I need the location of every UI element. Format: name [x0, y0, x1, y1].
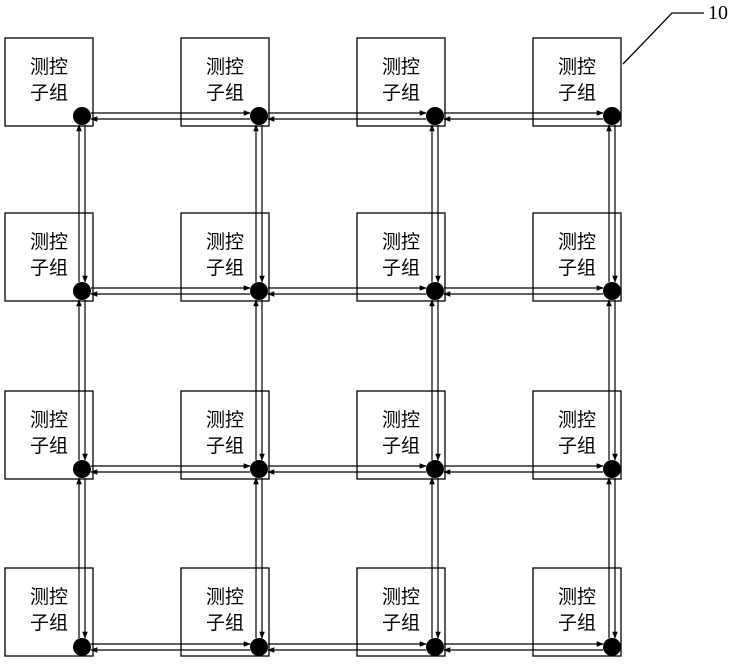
subgroup-label: 测控 子组: [29, 586, 68, 634]
reference-numeral: 10: [708, 2, 728, 24]
subgroup-label: 测控 子组: [557, 231, 596, 279]
subgroup-box: [4, 212, 94, 302]
subgroup-label: 测控 子组: [381, 231, 420, 279]
subgroup-box: [4, 37, 94, 127]
subgroup-label: 测控 子组: [29, 409, 68, 457]
junction-node: [603, 107, 621, 125]
subgroup-box: [356, 37, 446, 127]
subgroup-label: 测控 子组: [381, 409, 420, 457]
subgroup-label: 测控 子组: [381, 586, 420, 634]
subgroup-box: [356, 212, 446, 302]
subgroup-label: 测控 子组: [29, 231, 68, 279]
subgroup-box: [532, 567, 622, 657]
subgroup-box: [532, 37, 622, 127]
junction-node: [73, 282, 91, 300]
subgroup-box: [532, 390, 622, 480]
subgroup-box: [180, 390, 270, 480]
junction-node: [426, 107, 444, 125]
junction-node: [426, 282, 444, 300]
subgroup-label: 测控 子组: [205, 586, 244, 634]
subgroup-label: 测控 子组: [205, 409, 244, 457]
subgroup-label: 测控 子组: [557, 409, 596, 457]
junction-node: [426, 460, 444, 478]
junction-node: [603, 460, 621, 478]
subgroup-box: [532, 212, 622, 302]
subgroup-box: [4, 390, 94, 480]
subgroup-label: 测控 子组: [205, 56, 244, 104]
junction-node: [73, 638, 91, 656]
subgroup-box: [4, 567, 94, 657]
subgroup-label: 测控 子组: [205, 231, 244, 279]
junction-node: [250, 107, 268, 125]
subgroup-box: [356, 567, 446, 657]
subgroup-label: 测控 子组: [29, 56, 68, 104]
reference-leader-line: [622, 12, 704, 65]
subgroup-box: [180, 212, 270, 302]
junction-node: [603, 282, 621, 300]
junction-node: [73, 460, 91, 478]
subgroup-label: 测控 子组: [557, 586, 596, 634]
junction-node: [250, 638, 268, 656]
junction-node: [73, 107, 91, 125]
subgroup-label: 测控 子组: [381, 56, 420, 104]
subgroup-box: [180, 37, 270, 127]
subgroup-label: 测控 子组: [557, 56, 596, 104]
junction-node: [250, 460, 268, 478]
junction-node: [250, 282, 268, 300]
subgroup-box: [356, 390, 446, 480]
subgroup-box: [180, 567, 270, 657]
junction-node: [603, 638, 621, 656]
junction-node: [426, 638, 444, 656]
